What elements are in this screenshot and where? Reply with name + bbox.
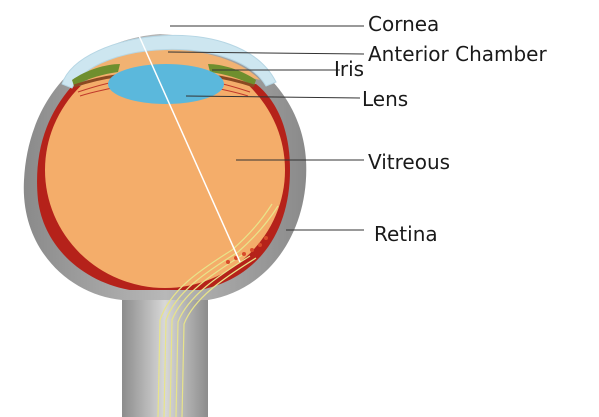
label-iris: Iris [334, 57, 364, 81]
label-vitreous: Vitreous [368, 150, 450, 174]
label-anterior-chamber: Anterior Chamber [368, 42, 547, 66]
label-retina: Retina [374, 222, 438, 246]
label-cornea: Cornea [368, 12, 439, 36]
label-lens: Lens [362, 87, 408, 111]
